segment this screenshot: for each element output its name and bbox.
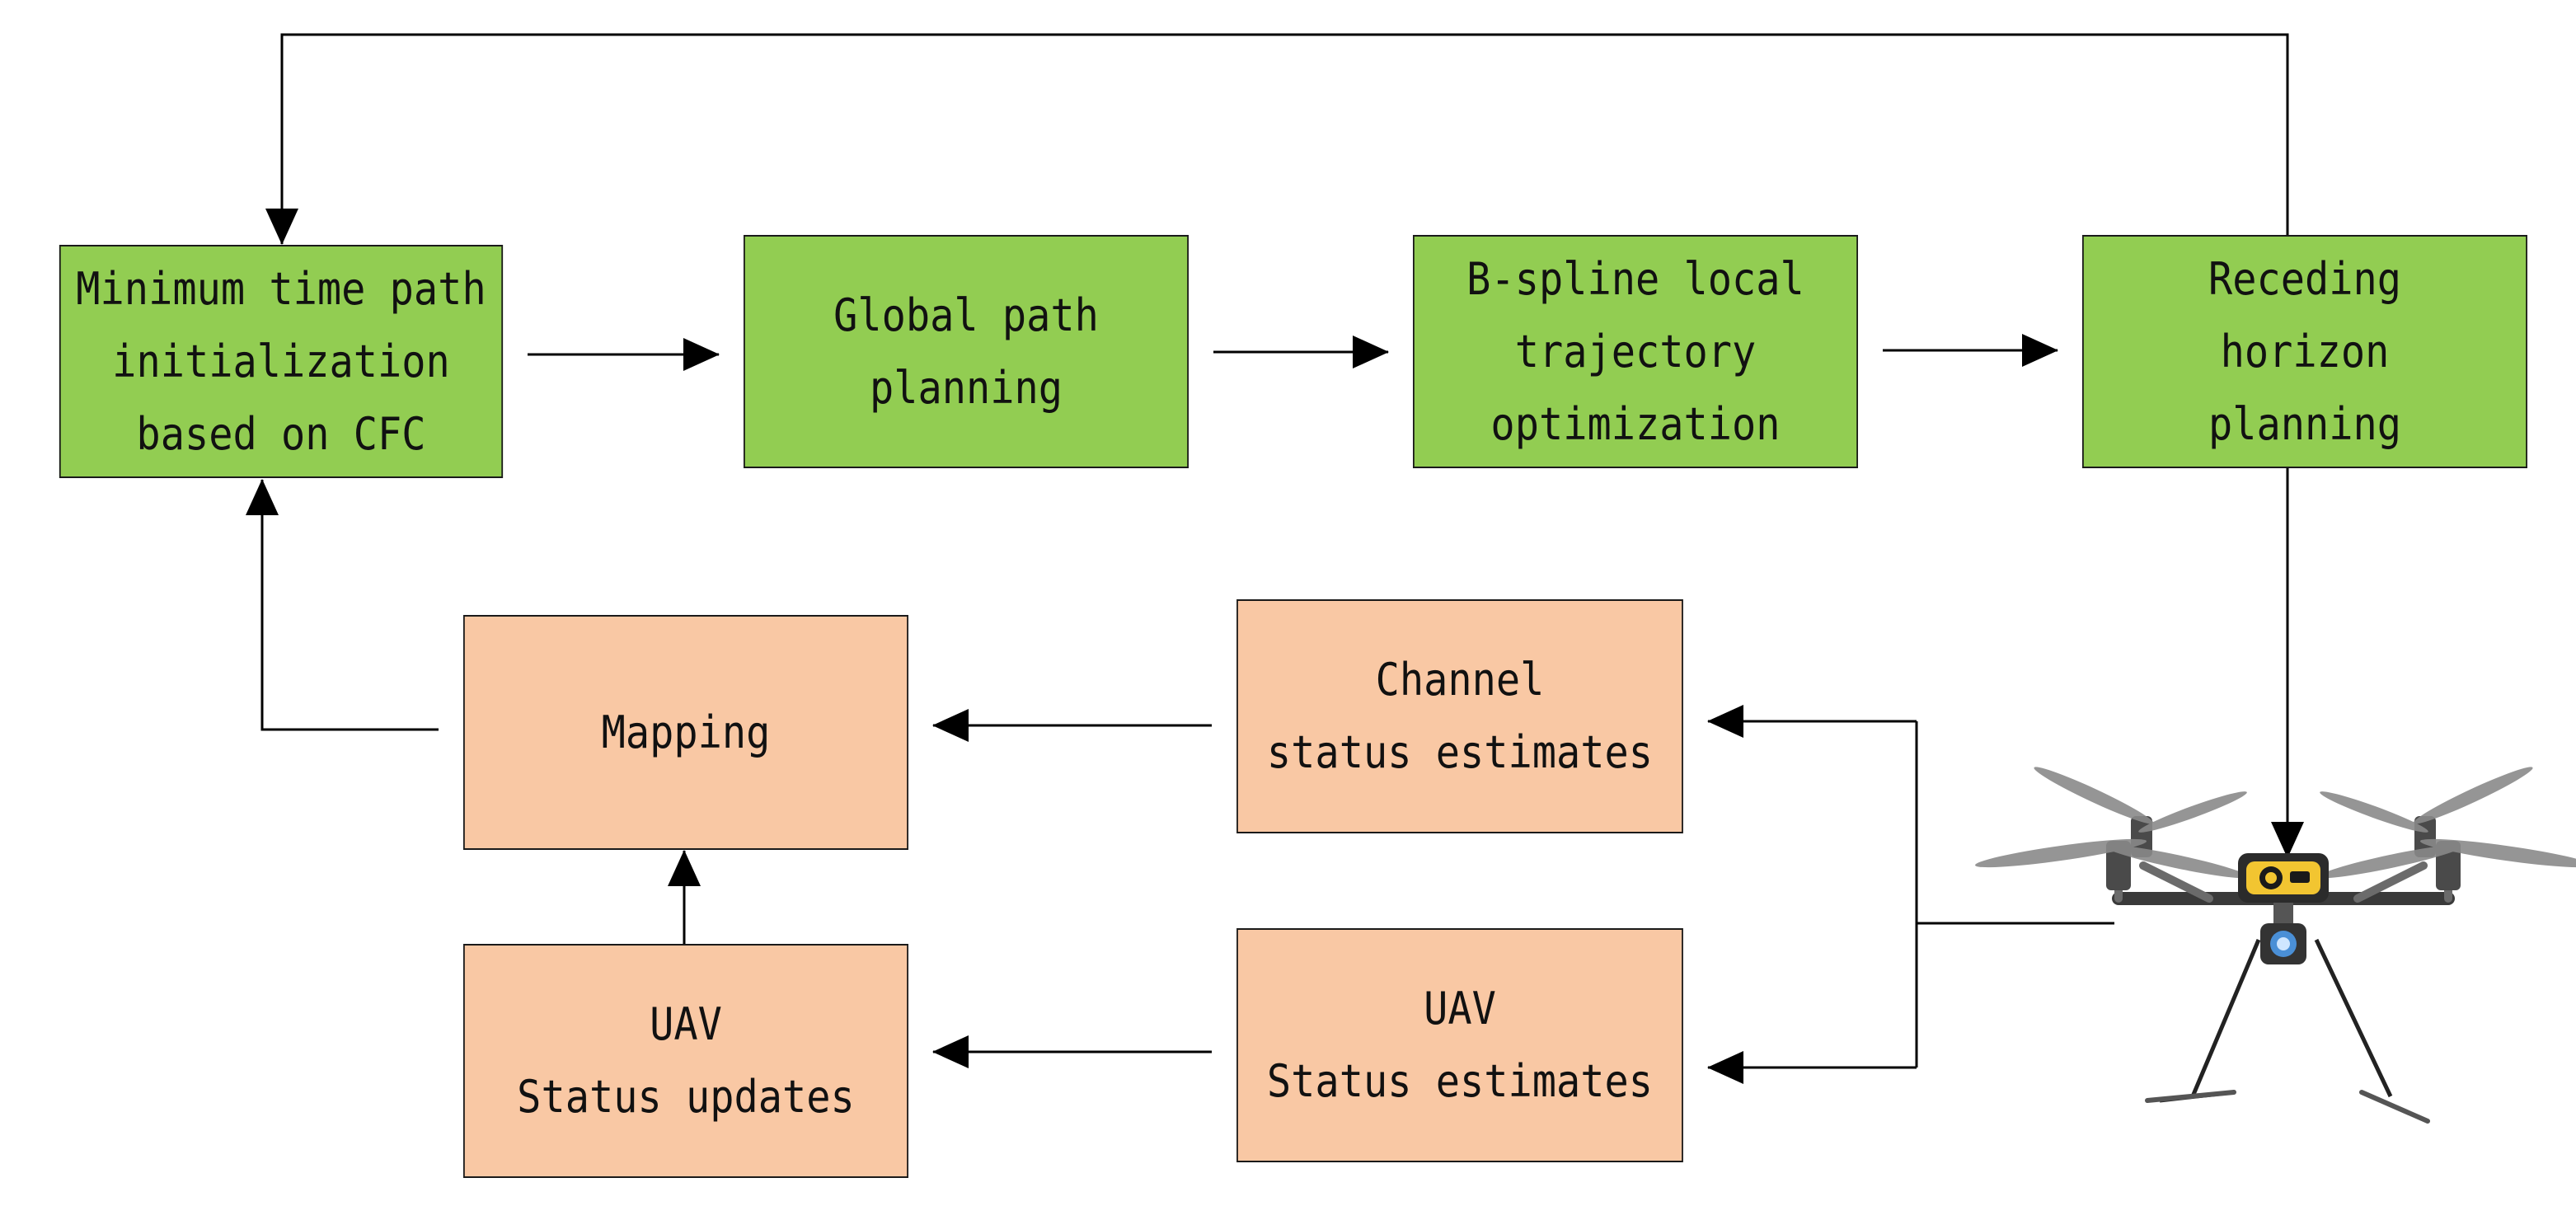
block-text-line: trajectory xyxy=(1514,325,1757,378)
block-channel-status-estimates: Channel status estimates xyxy=(1236,599,1683,833)
block-text-line: status estimates xyxy=(1266,726,1654,778)
block-receding-horizon-planning: Receding horizon planning xyxy=(2082,235,2527,468)
block-text-line: based on CFC xyxy=(136,407,426,460)
block-text-line: planning xyxy=(869,361,1063,414)
block-text-line: UAV xyxy=(1424,983,1496,1035)
block-text-line: Global path xyxy=(833,289,1099,341)
block-uav-status-updates: UAV Status updates xyxy=(463,944,908,1178)
block-global-path-planning: Global path planning xyxy=(744,235,1189,468)
block-text-line: initialization xyxy=(112,335,450,387)
quadcopter-drone-icon xyxy=(1975,767,2576,1124)
arrow-mapping-to-min xyxy=(246,479,439,731)
block-uav-status-estimates: UAV Status estimates xyxy=(1236,928,1683,1162)
block-text-line: Receding xyxy=(2208,252,2402,305)
block-text-line: B-spline local xyxy=(1466,252,1804,305)
block-text-line: Status updates xyxy=(517,1071,855,1123)
block-minimum-time-path: Minimum time path initialization based o… xyxy=(59,245,504,478)
block-text-line: Mapping xyxy=(601,706,771,758)
block-bspline-optimization: B-spline local trajectory optimization xyxy=(1413,235,1858,468)
block-text-line: UAV xyxy=(650,998,722,1050)
block-text-line: optimization xyxy=(1490,397,1781,450)
feedback-arrow-top xyxy=(265,33,2289,245)
block-mapping: Mapping xyxy=(463,615,908,850)
block-text-line: horizon xyxy=(2220,325,2390,378)
block-text-line: Channel xyxy=(1375,654,1545,706)
block-text-line: Status estimates xyxy=(1266,1055,1654,1107)
block-text-line: planning xyxy=(2208,397,2402,450)
block-text-line: Minimum time path xyxy=(76,262,486,315)
